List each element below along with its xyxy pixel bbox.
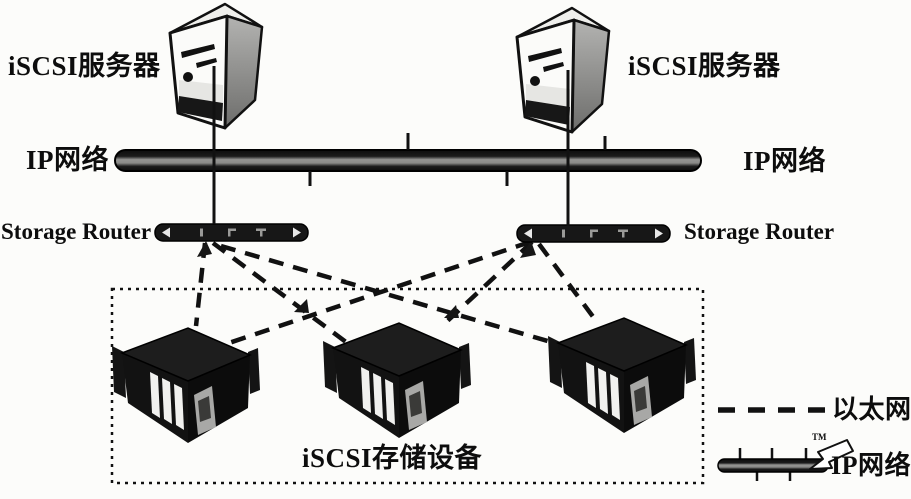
label-iscsi-server-left: iSCSI服务器 bbox=[8, 51, 161, 81]
label-storage-router-left: Storage Router bbox=[1, 219, 152, 244]
storage-router-icon-left bbox=[154, 223, 309, 242]
label-iscsi-server-right: iSCSI服务器 bbox=[628, 51, 781, 81]
storage-array-icon-3 bbox=[547, 317, 697, 434]
ethernet-link-l3 bbox=[220, 243, 559, 347]
label-iscsi-storage: iSCSI存储设备 bbox=[302, 443, 483, 473]
label-ip-network-right: IP网络 bbox=[743, 146, 826, 176]
legend-ip-bar-icon bbox=[717, 448, 829, 481]
storage-router-icon-right bbox=[516, 224, 671, 243]
link-arrowheads bbox=[197, 241, 536, 318]
label-ip-network-left: IP网络 bbox=[26, 145, 109, 175]
label-trademark: TM bbox=[812, 432, 827, 442]
legend-arrow-pointer-icon bbox=[809, 439, 854, 470]
server-tower-icon-right bbox=[515, 6, 611, 134]
server-drop-lines bbox=[212, 66, 570, 226]
ethernet-link-l2 bbox=[211, 241, 348, 344]
storage-pool-dashed-box bbox=[110, 287, 705, 485]
label-legend-ethernet: 以太网 bbox=[832, 395, 911, 424]
ethernet-link-r3 bbox=[537, 242, 596, 320]
label-storage-router-right: Storage Router bbox=[684, 219, 835, 244]
ethernet-link-l1 bbox=[193, 242, 208, 327]
storage-array-icon-1 bbox=[111, 327, 261, 444]
ip-network-bar bbox=[114, 133, 702, 186]
legend bbox=[717, 407, 854, 481]
label-legend-ip-network: IP网络 bbox=[831, 451, 911, 480]
server-tower-icon-left bbox=[168, 2, 264, 130]
ethernet-link-r1 bbox=[219, 239, 531, 349]
bar-port-ticks bbox=[308, 133, 607, 186]
